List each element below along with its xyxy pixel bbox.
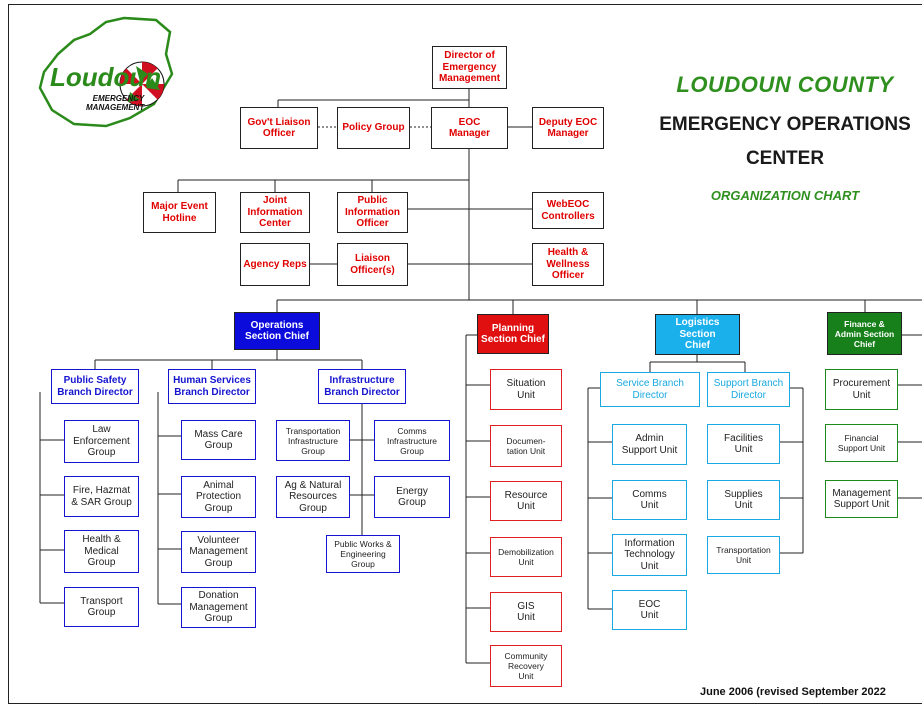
logo-subtitle: EMERGENCY MANAGEMENT: [86, 94, 145, 112]
volunteer-management-group-box: Volunteer Management Group: [181, 531, 256, 573]
logo-wordmark: Loudoun: [50, 62, 162, 92]
title-org-chart: ORGANIZATION CHART: [710, 188, 860, 203]
facilities-unit-box: Facilities Unit: [707, 424, 780, 464]
title-eoc: EMERGENCY OPERATIONS CENTER: [640, 108, 922, 176]
resource-unit-box: Resource Unit: [490, 481, 562, 521]
financial-support-unit-box: Financial Support Unit: [825, 424, 898, 462]
public-safety-branch-box: Public Safety Branch Director: [51, 369, 139, 404]
major-event-hotline-box: Major Event Hotline: [143, 192, 216, 233]
donation-management-group-box: Donation Management Group: [181, 587, 256, 628]
law-enforcement-group-box: Law Enforcement Group: [64, 420, 139, 463]
liaison-officer-box: Liaison Officer(s): [337, 243, 408, 286]
transportation-infrastructure-group-box: Transportation Infrastructure Group: [276, 420, 350, 461]
documentation-unit-box: Documen- tation Unit: [490, 425, 562, 467]
situation-unit-box: Situation Unit: [490, 369, 562, 410]
policy-group-box: Policy Group: [337, 107, 410, 149]
operations-section-chief-box: Operations Section Chief: [234, 312, 320, 350]
govt-liaison-box: Gov't Liaison Officer: [240, 107, 318, 149]
gis-unit-box: GIS Unit: [490, 592, 562, 632]
pio-box: Public Information Officer: [337, 192, 408, 233]
comms-infrastructure-group-box: Comms Infrastructure Group: [374, 420, 450, 461]
webeoc-controllers-box: WebEOC Controllers: [532, 192, 604, 229]
page-frame: [8, 4, 922, 704]
energy-group-box: Energy Group: [374, 476, 450, 518]
support-branch-box: Support Branch Director: [707, 372, 790, 407]
health-wellness-officer-box: Health & Wellness Officer: [532, 243, 604, 286]
transportation-unit-box: Transportation Unit: [707, 536, 780, 574]
mass-care-group-box: Mass Care Group: [181, 420, 256, 460]
demobilization-unit-box: Demobilization Unit: [490, 537, 562, 577]
ag-natural-resources-group-box: Ag & Natural Resources Group: [276, 476, 350, 518]
community-recovery-unit-box: Community Recovery Unit: [490, 645, 562, 687]
health-medical-group-box: Health & Medical Group: [64, 530, 139, 573]
information-technology-unit-box: Information Technology Unit: [612, 534, 687, 576]
agency-reps-box: Agency Reps: [240, 243, 310, 286]
title-center-line: CENTER: [745, 148, 825, 169]
loudoun-county-map-logo: [38, 16, 174, 128]
title-eoc-line: EMERGENCY OPERATIONS: [659, 114, 911, 135]
planning-section-chief-box: Planning Section Chief: [477, 314, 549, 354]
public-works-engineering-group-box: Public Works & Engineering Group: [326, 535, 400, 573]
eoc-manager-box: EOC Manager: [431, 107, 508, 149]
human-services-branch-box: Human Services Branch Director: [168, 369, 256, 404]
transport-group-box: Transport Group: [64, 587, 139, 627]
supplies-unit-box: Supplies Unit: [707, 480, 780, 520]
eoc-unit-box: EOC Unit: [612, 590, 687, 630]
animal-protection-group-box: Animal Protection Group: [181, 476, 256, 518]
management-support-unit-box: Management Support Unit: [825, 480, 898, 518]
deputy-eoc-manager-box: Deputy EOC Manager: [532, 107, 604, 149]
procurement-unit-box: Procurement Unit: [825, 369, 898, 410]
admin-support-unit-box: Admin Support Unit: [612, 424, 687, 465]
director-box: Director of Emergency Management: [432, 46, 507, 89]
finance-admin-section-chief-box: Finance & Admin Section Chief: [827, 312, 902, 355]
infrastructure-branch-box: Infrastructure Branch Director: [318, 369, 406, 404]
revision-date: June 2006 (revised September 2022: [700, 686, 886, 698]
service-branch-box: Service Branch Director: [600, 372, 700, 407]
logistics-section-chief-box: Logistics Section Chief: [655, 314, 740, 355]
comms-unit-box: Comms Unit: [612, 480, 687, 520]
title-county: LOUDOUN COUNTY: [676, 72, 894, 97]
jic-box: Joint Information Center: [240, 192, 310, 233]
fire-hazmat-sar-group-box: Fire, Hazmat & SAR Group: [64, 476, 139, 517]
